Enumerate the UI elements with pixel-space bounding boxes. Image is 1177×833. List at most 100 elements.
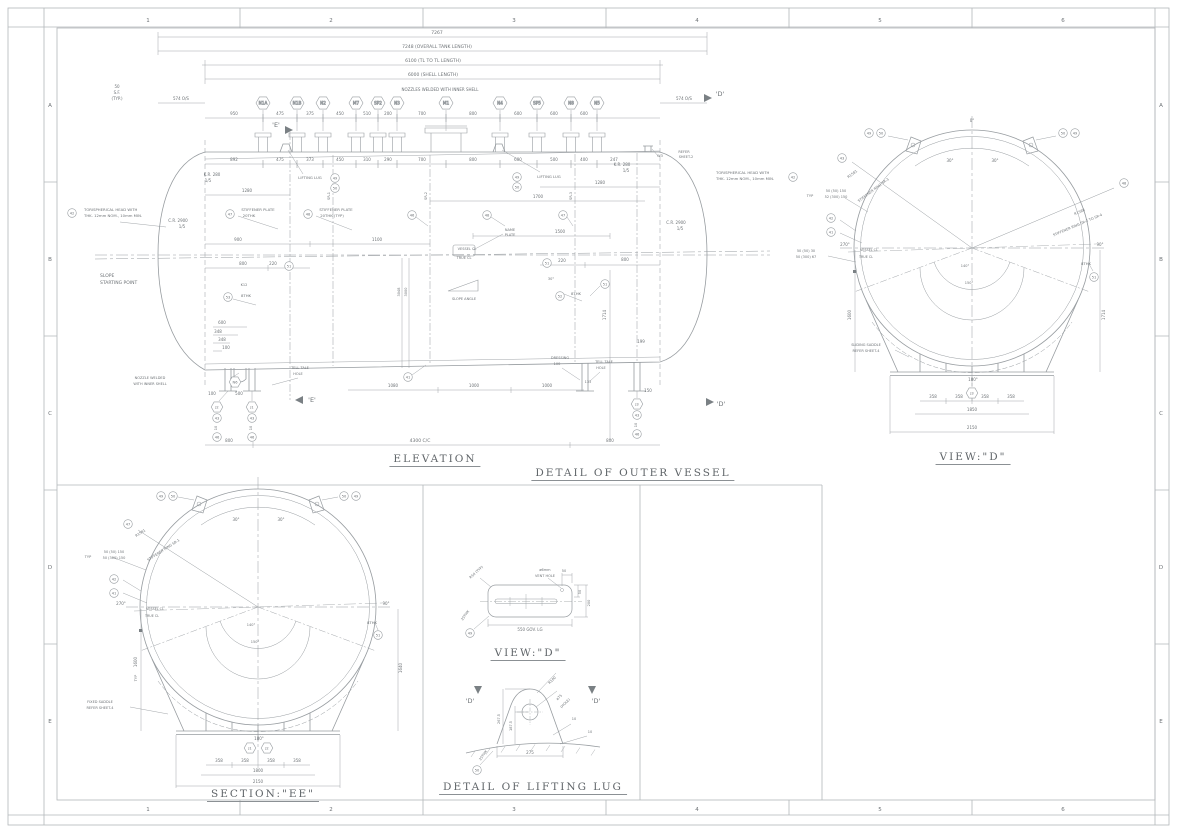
lifting-lug-annotations: 'D''D'R100ø75(HOLE)267.5187.5275101025TH… [466,676,601,762]
lifting-lugs [905,136,1039,155]
part-balloon-42 [109,574,119,584]
annotation-text: NAME [505,228,515,232]
annotation-text: 348 [214,329,222,334]
nozzle-stub-SP2 [369,114,387,168]
annotation-text: 50 (50) 150 [104,550,125,554]
annotation-text: NOZZLES WELDED WITH INNER SHELL [402,87,480,92]
annotation-text: TELL TALE [290,366,309,370]
grid-column-label: 5 [878,807,882,813]
nozzle-label: SP2 [374,101,382,106]
balloon-label: 47 [126,522,131,526]
annotation-text: ø75 [556,694,564,702]
true-cl [847,243,1097,253]
plate-outline [487,584,573,618]
nozzle-stub-M7 [347,114,365,168]
annotation-text: 30° [232,517,239,522]
annotation-text: NOZZLE WELDED [135,376,166,380]
annotation-text: 140° [247,623,256,627]
annotation-text: C.R. 2900 [666,220,686,225]
annotation-text: 6000 (SHELL LENGTH) [408,72,458,78]
balloon-label: 50 [171,494,176,498]
leader-lines [119,148,659,402]
balloon-label: 48 [1122,181,1127,185]
annotation-text: 25THK [478,749,488,761]
annotation-text: 180° [254,736,264,741]
annotation-text: THK. 12mm NOM., 10mm MIN. [83,213,142,218]
part-balloon-43 [632,410,642,420]
annotation-text: STIFFENER RING SR-1 [146,538,180,562]
nozzle-stub-N4 [491,114,509,168]
annotation-text: 10 [214,426,218,430]
annotation-text: 8THK [1081,261,1092,266]
balloon-label: 53 [226,295,231,299]
annotation-text: HOLE [293,372,303,376]
nozzle-balloon-N1A [255,96,271,110]
nozzle-balloon-N3 [389,96,405,110]
part-balloon-49 [512,172,522,182]
lifting-lugs [191,495,325,514]
annotation-text: 'E' [308,396,316,404]
annotation-text: 1280 [595,180,606,185]
balloon-label: 50 [515,185,520,189]
part-balloon-46 [212,432,222,442]
annotation-text: 358 [1007,394,1015,399]
balloon-label: 51 [376,633,381,637]
annotation-text: 500 [235,391,243,396]
part-balloon-51 [1089,272,1099,282]
part-balloon-48 [482,210,492,220]
part-balloon-46 [407,210,417,220]
grid-row-label: C [1159,411,1163,417]
annotation-text: 600 [550,111,558,116]
balloon-label: 46 [250,435,255,439]
section-view-arrows [285,94,714,406]
grid-column-label: 1 [146,807,150,813]
balloon-label: 46 [215,435,220,439]
title-view-d-plate: VIEW:"D" [490,647,566,661]
plate-detail-balloons: 49 [465,628,475,638]
outer-border [7,7,1170,826]
annotation-text: 30° [991,158,998,163]
annotation-text: R1588 [1074,208,1086,216]
grid-row-label: B [48,257,52,263]
grid-row-label: A [48,103,52,109]
grid-column-label: 2 [329,807,333,813]
annotation-text: DRESSING [551,356,569,360]
part-balloon-47 [558,210,568,220]
grid-column-label: 6 [1061,18,1065,24]
annotation-text: 20THK (TYP) [320,213,344,218]
annotation-text: 1700 [533,194,544,199]
balloon-label: 50 [879,131,884,135]
part-balloon-51 [542,258,552,268]
annotation-text: 358 [929,394,937,399]
part-balloon-49 [330,173,340,183]
true-cl [133,602,383,612]
wear-plate-arc [871,321,1073,373]
balloon-label: 42 [112,577,117,581]
part-balloon-41 [403,372,413,382]
annotation-text: 200 [587,600,591,607]
dimension-lines [854,250,1101,434]
grid-column-label: 5 [878,18,882,24]
annotation-text: 1714 [602,309,607,320]
balloon-label: 43 [635,413,640,417]
balloon-label: 51 [603,282,608,286]
weld-dot [853,270,856,273]
balloon-label: J1 [249,405,253,409]
annotation-text: 3000 [404,288,408,297]
annotation-text: 'D' [592,697,601,705]
name-plate-and-slope-symbol [447,244,479,292]
leader-lines [111,496,379,715]
annotation-text: 358 [241,758,249,763]
tag-balloon-J1 [243,742,257,754]
annotation-text: 800 [225,438,233,443]
grid-ticks [44,8,1169,815]
lug-hole [314,501,320,507]
annotation-text: 135 [585,380,592,384]
part-balloon-50 [876,128,886,138]
balloon-label: 46 [635,432,640,436]
annotation-text: 800 [606,438,614,443]
annotation-text: SLOPE [100,273,114,279]
